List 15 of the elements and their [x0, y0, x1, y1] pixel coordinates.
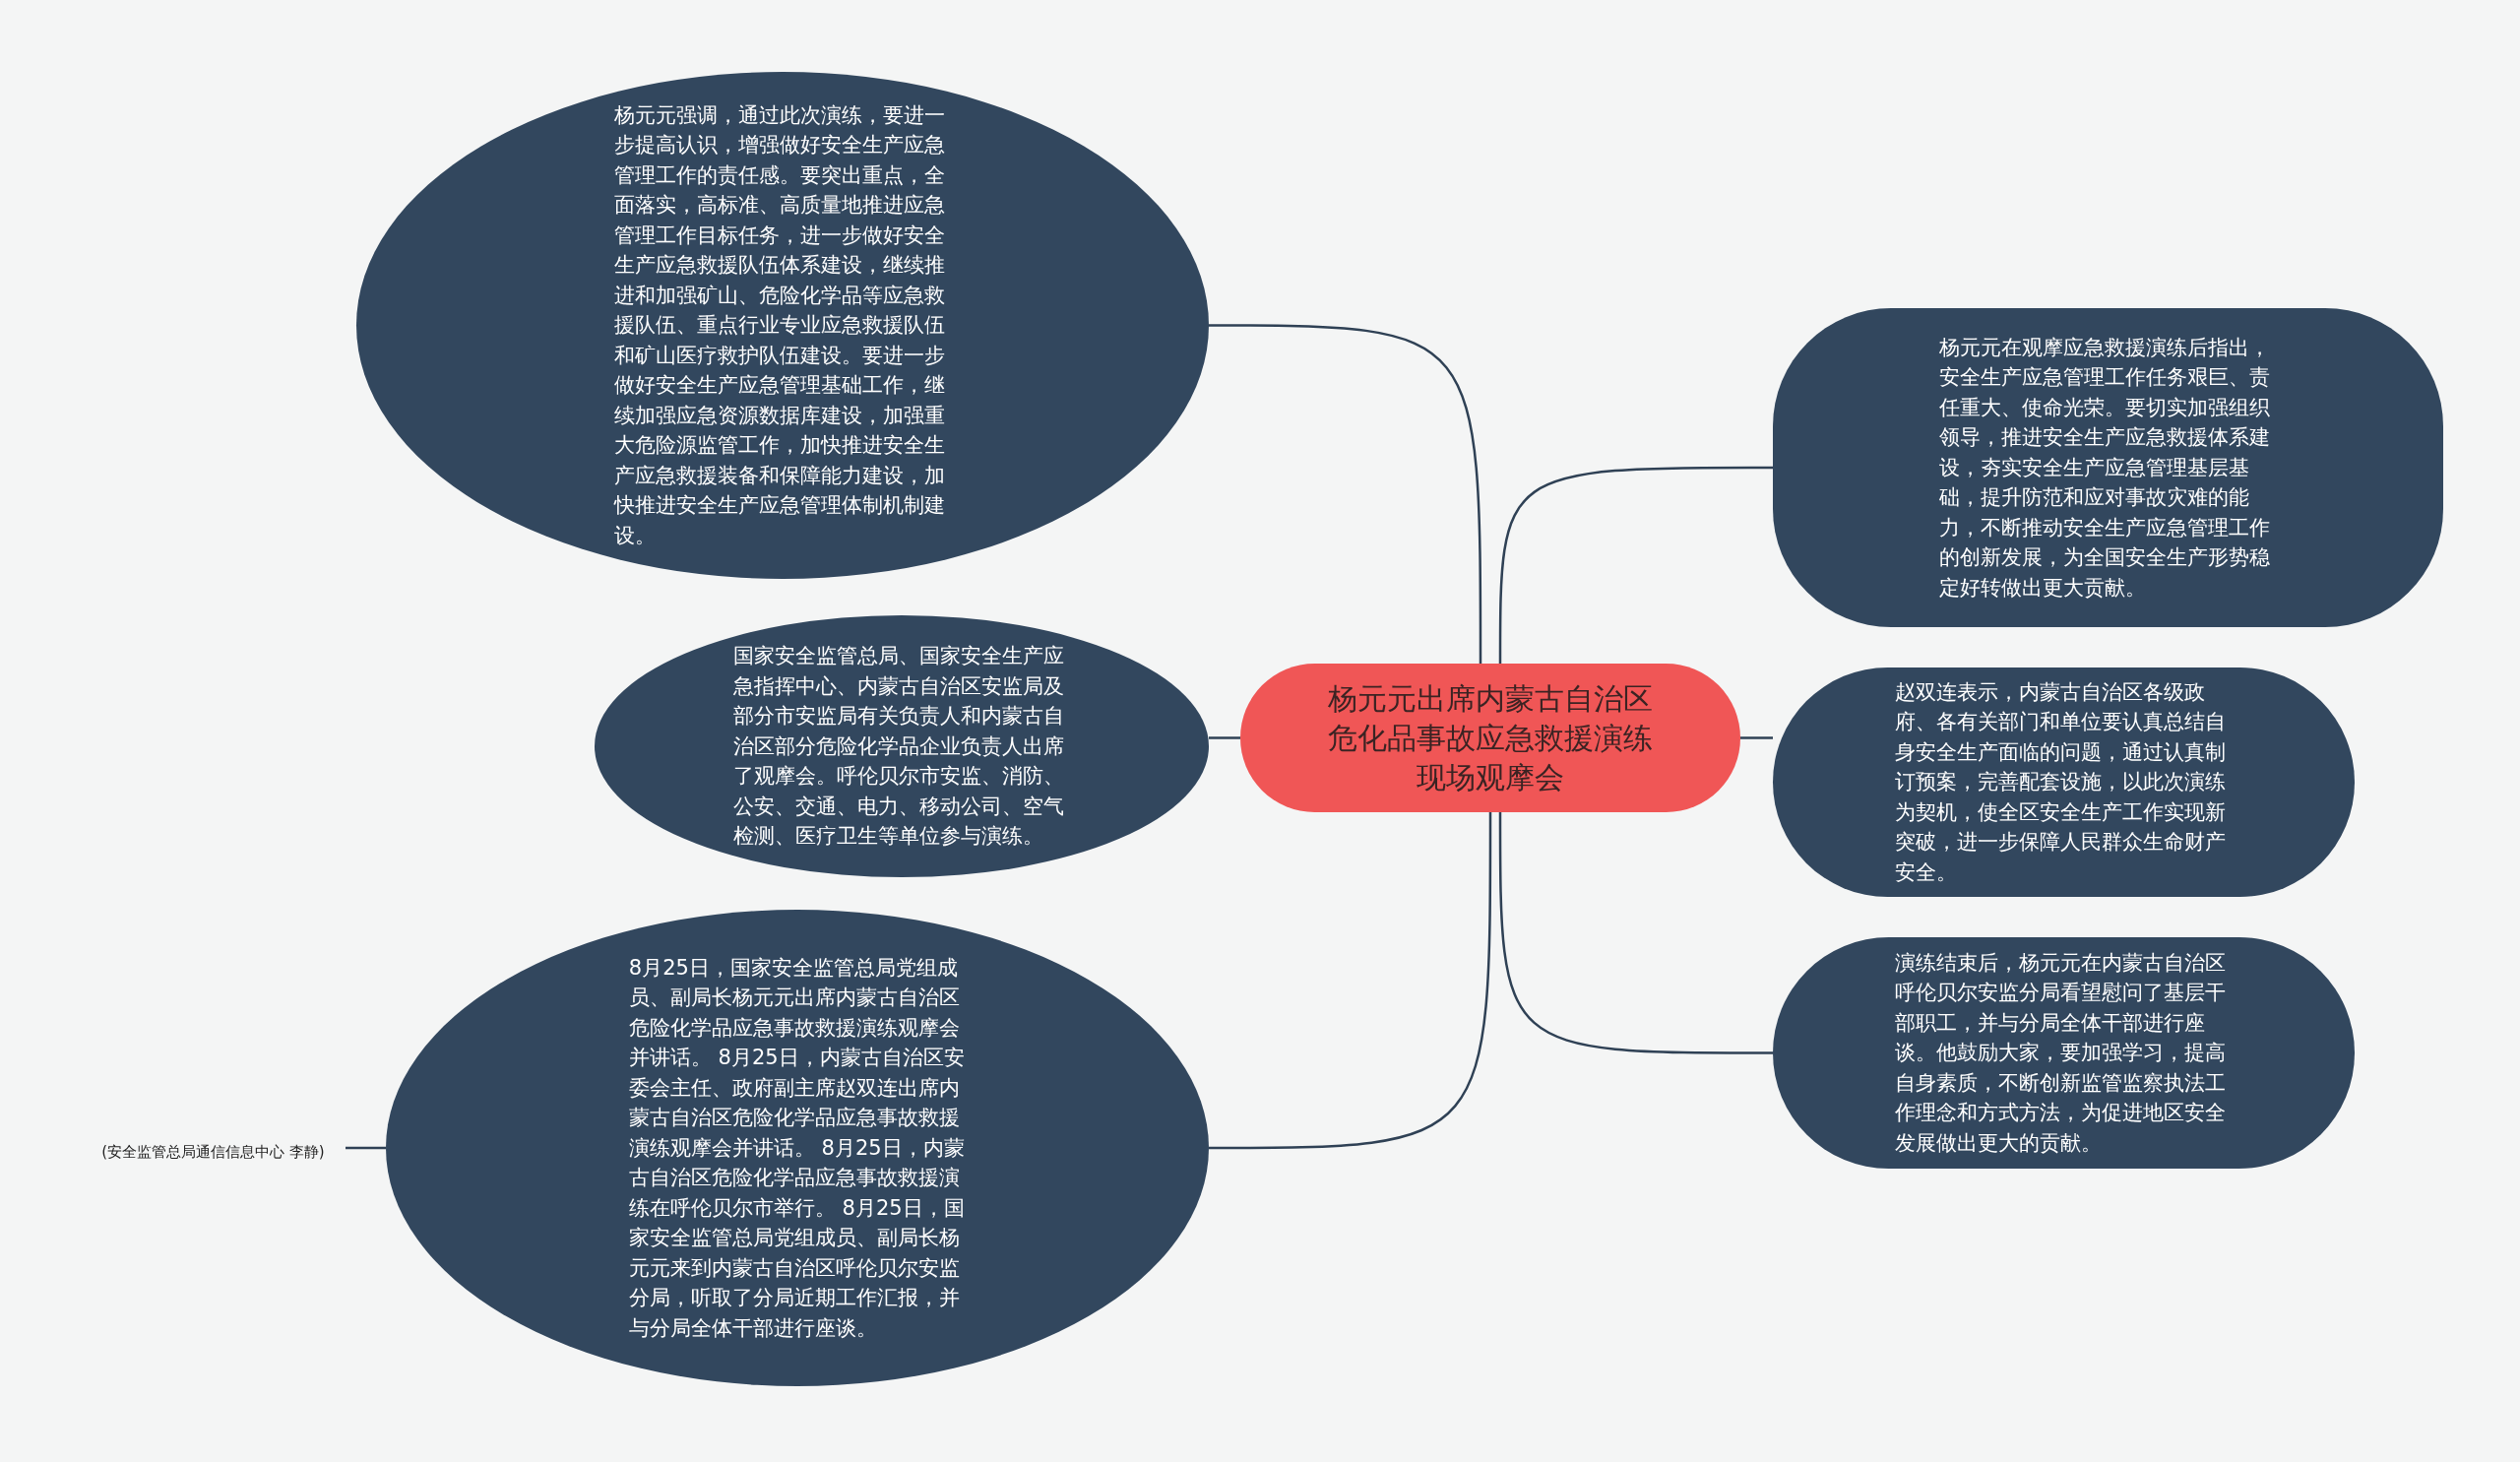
topic-text: 杨元元在观摩应急救援演练后指出，安全生产应急管理工作任务艰巨、责任重大、使命光荣。要切实加强组织领导，推进安全生产应急救援体系建设，夯实安全生产应急管理基层基础，提升防范和应对事故灾难的能力，不断推动安全生产应急管理工作的创新发展，为全国安全生产形势稳定好转做出更大贡献。 — [1939, 334, 2272, 602]
topic-text: 赵双连表示，内蒙古自治区各级政府、各有关部门和单位要认真总结自身安全生产面临的问题，通过认真制订预案，完善配套设施，以此次演练为契机，使全区安全生产工作实现新突破，进一步保障人民群众生命财产安全。 — [1895, 678, 2228, 886]
connector-line — [1740, 736, 1773, 739]
connector-line — [1209, 736, 1240, 739]
topic-text: 演练结束后，杨元元在内蒙古自治区呼伦贝尔安监分局看望慰问了基层干部职工，并与分局全体干部进行座谈。他鼓励大家，要加强学习，提高自身素质，不断创新监管监察执法工作理念和方式方法，为促进地区安全发展做出更大的贡献。 — [1895, 949, 2228, 1157]
connector-line — [1498, 466, 1773, 664]
connector-line — [346, 1146, 386, 1150]
connector-line — [1498, 812, 1773, 1054]
topic-text: (安全监管总局通信信息中心 李静) — [101, 1142, 325, 1162]
topic-text: 杨元元强调，通过此次演练，要进一步提高认识，增强做好安全生产应急管理工作的责任感。要突出重点，全面落实，高标准、高质量地推进应急管理工作目标任务，进一步做好安全生产应急救援队伍体系建设，继续推进和加强矿山、危险化学品等应急救援队伍、重点行业专业应急救援队伍和矿山医疗救护队伍建设。要进一步做好安全生产应急管理基础工作，继续加强应急资源数据库建设，加强重大危险源监管工作，加快推进安全生产应急救援装备和保障能力建设，加快推进安全生产应急管理体制机制建设。 — [613, 101, 946, 549]
connector-line — [1209, 324, 1482, 664]
topic-text: 8月25日，国家安全监管总局党组成员、副局长杨元元出席内蒙古自治区危险化学品应急事故救援演练观摩会并讲话。 8月25日，内蒙古自治区安委会主任、政府副主席赵双连出席内蒙古自治区危险化学品应急事故救援演练观摩会并讲话。 8月25日，内蒙古自治区危险化学品应急事故救援演练在呼伦贝尔市举行。 8月25日，国家安全监管总局党组成员、副局长杨元元来到内蒙古自治区呼伦贝尔安监分局，听取了分局近期工作汇报，并与分局全体干部进行座谈。 — [628, 954, 966, 1342]
connector-line — [1209, 812, 1492, 1150]
topic-title: 杨元元出席内蒙古自治区危化品事故应急救援演练现场观摩会 — [1327, 679, 1654, 796]
topic-text: 国家安全监管总局、国家安全生产应急指挥中心、内蒙古自治区安监局及部分市安监局有关负责人和内蒙古自治区部分危险化学品企业负责人出席了观摩会。呼伦贝尔市安监、消防、公安、交通、电力、移动公司、空气检测、医疗卫生等单位参与演练。 — [732, 643, 1065, 851]
